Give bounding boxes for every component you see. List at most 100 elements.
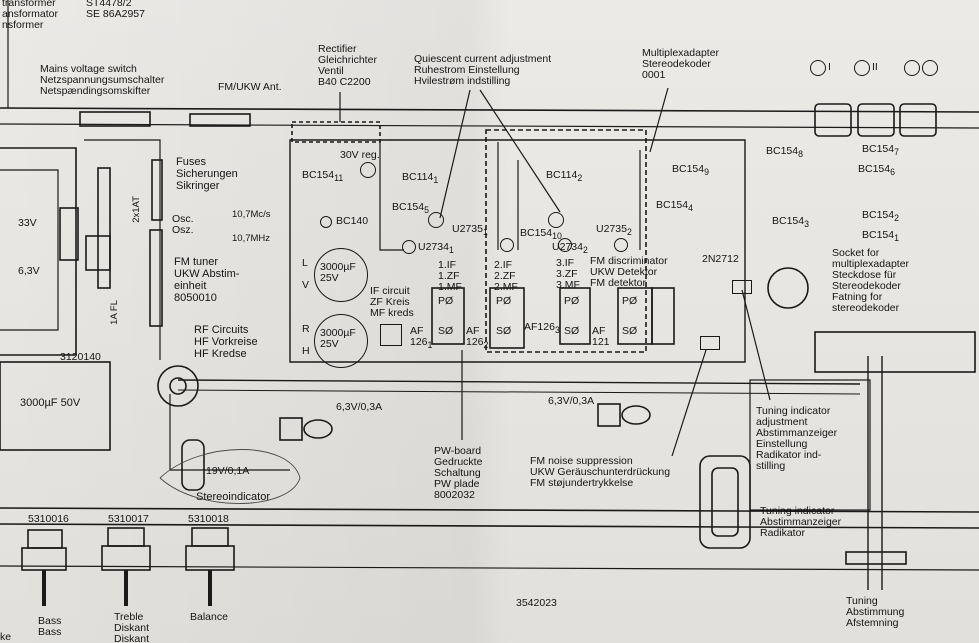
af126-3-sub: 3 bbox=[554, 325, 560, 336]
cap-r-label: R H bbox=[302, 323, 310, 357]
if-coil-3 bbox=[559, 287, 591, 345]
bc140-transistor bbox=[320, 216, 332, 228]
socket-circle bbox=[767, 267, 809, 309]
cap-50v-box bbox=[0, 361, 111, 451]
po-4: PØ bbox=[622, 295, 638, 307]
v63-label: 6,3V bbox=[18, 265, 40, 277]
mhz2-label: 10,7MHz bbox=[232, 233, 271, 244]
bc154-9-label: BC1549 bbox=[672, 164, 709, 178]
pw-board-label: PW-board Gedruckte Schaltung PW plade 80… bbox=[434, 445, 483, 501]
fm-noise-trim bbox=[700, 336, 720, 350]
u2735-2-can bbox=[614, 238, 628, 252]
balance-label: Balance bbox=[190, 611, 228, 623]
af126-3-label: AF1263 bbox=[524, 322, 560, 336]
ant-socket bbox=[189, 113, 251, 127]
fuse-holder-1 bbox=[97, 167, 111, 289]
mode-1-socket bbox=[810, 60, 826, 76]
bc154-10-label: BC15410 bbox=[520, 228, 562, 242]
reg30-trim bbox=[360, 162, 376, 178]
bc154-2-sub: 2 bbox=[894, 213, 899, 224]
bc154-6-label: BC1546 bbox=[858, 164, 895, 178]
quiescent-trim-2 bbox=[548, 212, 564, 228]
bc154-1-sub: 1 bbox=[894, 233, 899, 244]
af126-1-label: AF 1261 bbox=[410, 326, 432, 351]
bass-pot bbox=[27, 529, 63, 549]
quiescent-leader-2 bbox=[479, 89, 561, 213]
u2734-2-label: U27342 bbox=[552, 242, 588, 256]
bc154-4-label: BC1544 bbox=[656, 200, 693, 214]
so-3: SØ bbox=[564, 325, 580, 337]
bc154-3-sub: 3 bbox=[804, 219, 809, 230]
u2735-2-label: U27352 bbox=[596, 224, 632, 238]
chassis-bottom-rail bbox=[0, 507, 979, 513]
cap-l-value: 3000µF 25V bbox=[320, 261, 356, 284]
bc154-11-label: BC15411 bbox=[302, 170, 343, 184]
tuning-shaft-bearing bbox=[845, 551, 907, 565]
quiescent-leader-1 bbox=[439, 89, 471, 219]
af126-2-sub: 2 bbox=[483, 340, 489, 351]
bass-label: Bass Bass bbox=[38, 615, 62, 638]
bc114-1-label: BC1141 bbox=[402, 172, 438, 186]
dial-cord-2 bbox=[177, 389, 861, 395]
part-5310017: 5310017 bbox=[108, 513, 149, 525]
tuning-indicator-label: Tuning indicator Abstimmanzeiger Radikat… bbox=[760, 505, 842, 539]
u2735-1-can bbox=[500, 238, 514, 252]
v19-label: 19V/0,1A bbox=[206, 465, 250, 477]
if3-label: 3.IF 3.ZF 3.MF bbox=[556, 257, 580, 291]
bc114-2-label: BC1142 bbox=[546, 170, 582, 184]
switch-block bbox=[85, 235, 111, 271]
treble-pot bbox=[107, 527, 145, 547]
mains-switch-label: Mains voltage switch Netzspannungsumscha… bbox=[40, 63, 165, 97]
af126-2-label: AF 1262 bbox=[466, 326, 488, 351]
u2735-2-text: U2735 bbox=[596, 223, 627, 235]
cap-50v-label: 3000µF 50V bbox=[20, 397, 81, 409]
lamp-1-holder bbox=[279, 417, 303, 441]
part-5310016: 5310016 bbox=[28, 513, 69, 525]
bc154-1-text: BC154 bbox=[862, 229, 895, 241]
fuse-holder-2 bbox=[151, 159, 163, 221]
u2734-2-text: U2734 bbox=[552, 241, 583, 253]
bc154-6-text: BC154 bbox=[858, 163, 891, 175]
if-wire-1 bbox=[379, 142, 404, 251]
fm-disc-label: FM discriminator UKW Detektor FM detekto… bbox=[590, 255, 668, 289]
u2735-1-label: U27351 bbox=[452, 224, 488, 238]
treble-label: Treble Diskant Diskant bbox=[114, 611, 150, 643]
chassis-bottom-rail-2 bbox=[0, 523, 979, 529]
osc-label: Osc. Osz. bbox=[172, 213, 194, 236]
dial-pulley-hub bbox=[169, 377, 187, 395]
af126-1-sub: 1 bbox=[427, 340, 433, 351]
fuse-rating-label: 2x1AT bbox=[131, 196, 142, 223]
bc154-7-label: BC1547 bbox=[862, 144, 899, 158]
lamp-2-holder bbox=[597, 403, 621, 427]
u2735-1-sub: 1 bbox=[482, 227, 488, 238]
if-coil-5 bbox=[651, 287, 675, 345]
bc154-11-sub: 11 bbox=[334, 173, 344, 184]
transformer-label: transformer ansformator nsformer bbox=[2, 0, 59, 31]
bc154-4-sub: 4 bbox=[688, 203, 693, 214]
bc154-5-label: BC1545 bbox=[392, 202, 429, 216]
socket-top-1 bbox=[814, 103, 852, 137]
fm-ant-label: FM/UKW Ant. bbox=[218, 81, 282, 93]
fm-noise-leader bbox=[671, 349, 707, 457]
fuse-bracket bbox=[84, 139, 161, 360]
fm-noise-trimmer bbox=[699, 455, 751, 549]
mode-3-socket-a bbox=[904, 60, 920, 76]
lamp-1 bbox=[303, 419, 333, 439]
so-1: SØ bbox=[438, 325, 454, 337]
so-2: SØ bbox=[496, 325, 512, 337]
lamp-2 bbox=[621, 405, 651, 425]
bc154-2-label: BC1542 bbox=[862, 210, 899, 224]
tuning-shaft bbox=[867, 356, 883, 590]
cap-r-value: 3000µF 25V bbox=[320, 327, 356, 350]
u2734-2-can bbox=[558, 238, 572, 252]
mains-switch-box bbox=[79, 111, 151, 127]
stereo-lamp bbox=[181, 439, 205, 491]
u2734-1-can bbox=[402, 240, 416, 254]
if-circuit-label: IF circuit ZF Kreis MF kreds bbox=[370, 285, 414, 319]
dial-cord bbox=[177, 379, 861, 385]
multiplex-leader bbox=[649, 87, 669, 153]
cap-r-circle bbox=[314, 314, 368, 368]
bc154-5-sub: 5 bbox=[424, 205, 429, 216]
transformer-box bbox=[0, 147, 77, 356]
